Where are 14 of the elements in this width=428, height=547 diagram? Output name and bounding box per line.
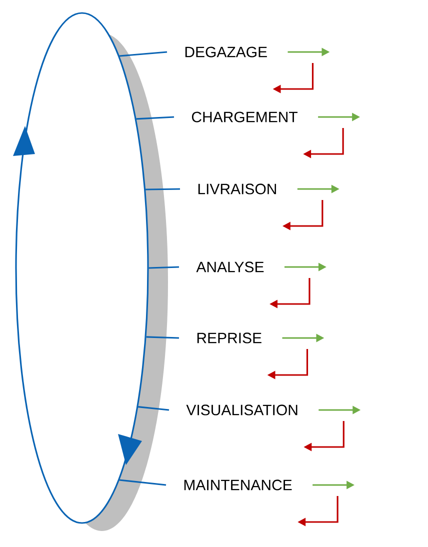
cycle-ellipse xyxy=(13,12,168,531)
leader-line xyxy=(146,336,180,339)
leader-line xyxy=(119,479,166,486)
step-label: MAINTENANCE xyxy=(184,480,292,490)
leader-line xyxy=(148,266,180,269)
leader-line xyxy=(138,406,170,411)
step-label: LIVRAISON xyxy=(198,184,276,194)
step-label: REPRISE xyxy=(197,332,262,344)
leader-line xyxy=(119,51,168,57)
step-label: ANALYSE xyxy=(196,262,264,272)
step-label: VISUALISATION xyxy=(186,404,298,416)
step-label: CHARGEMENT xyxy=(192,112,298,122)
leader-line xyxy=(146,188,180,190)
step-label: DEGAZAGE xyxy=(185,46,267,58)
